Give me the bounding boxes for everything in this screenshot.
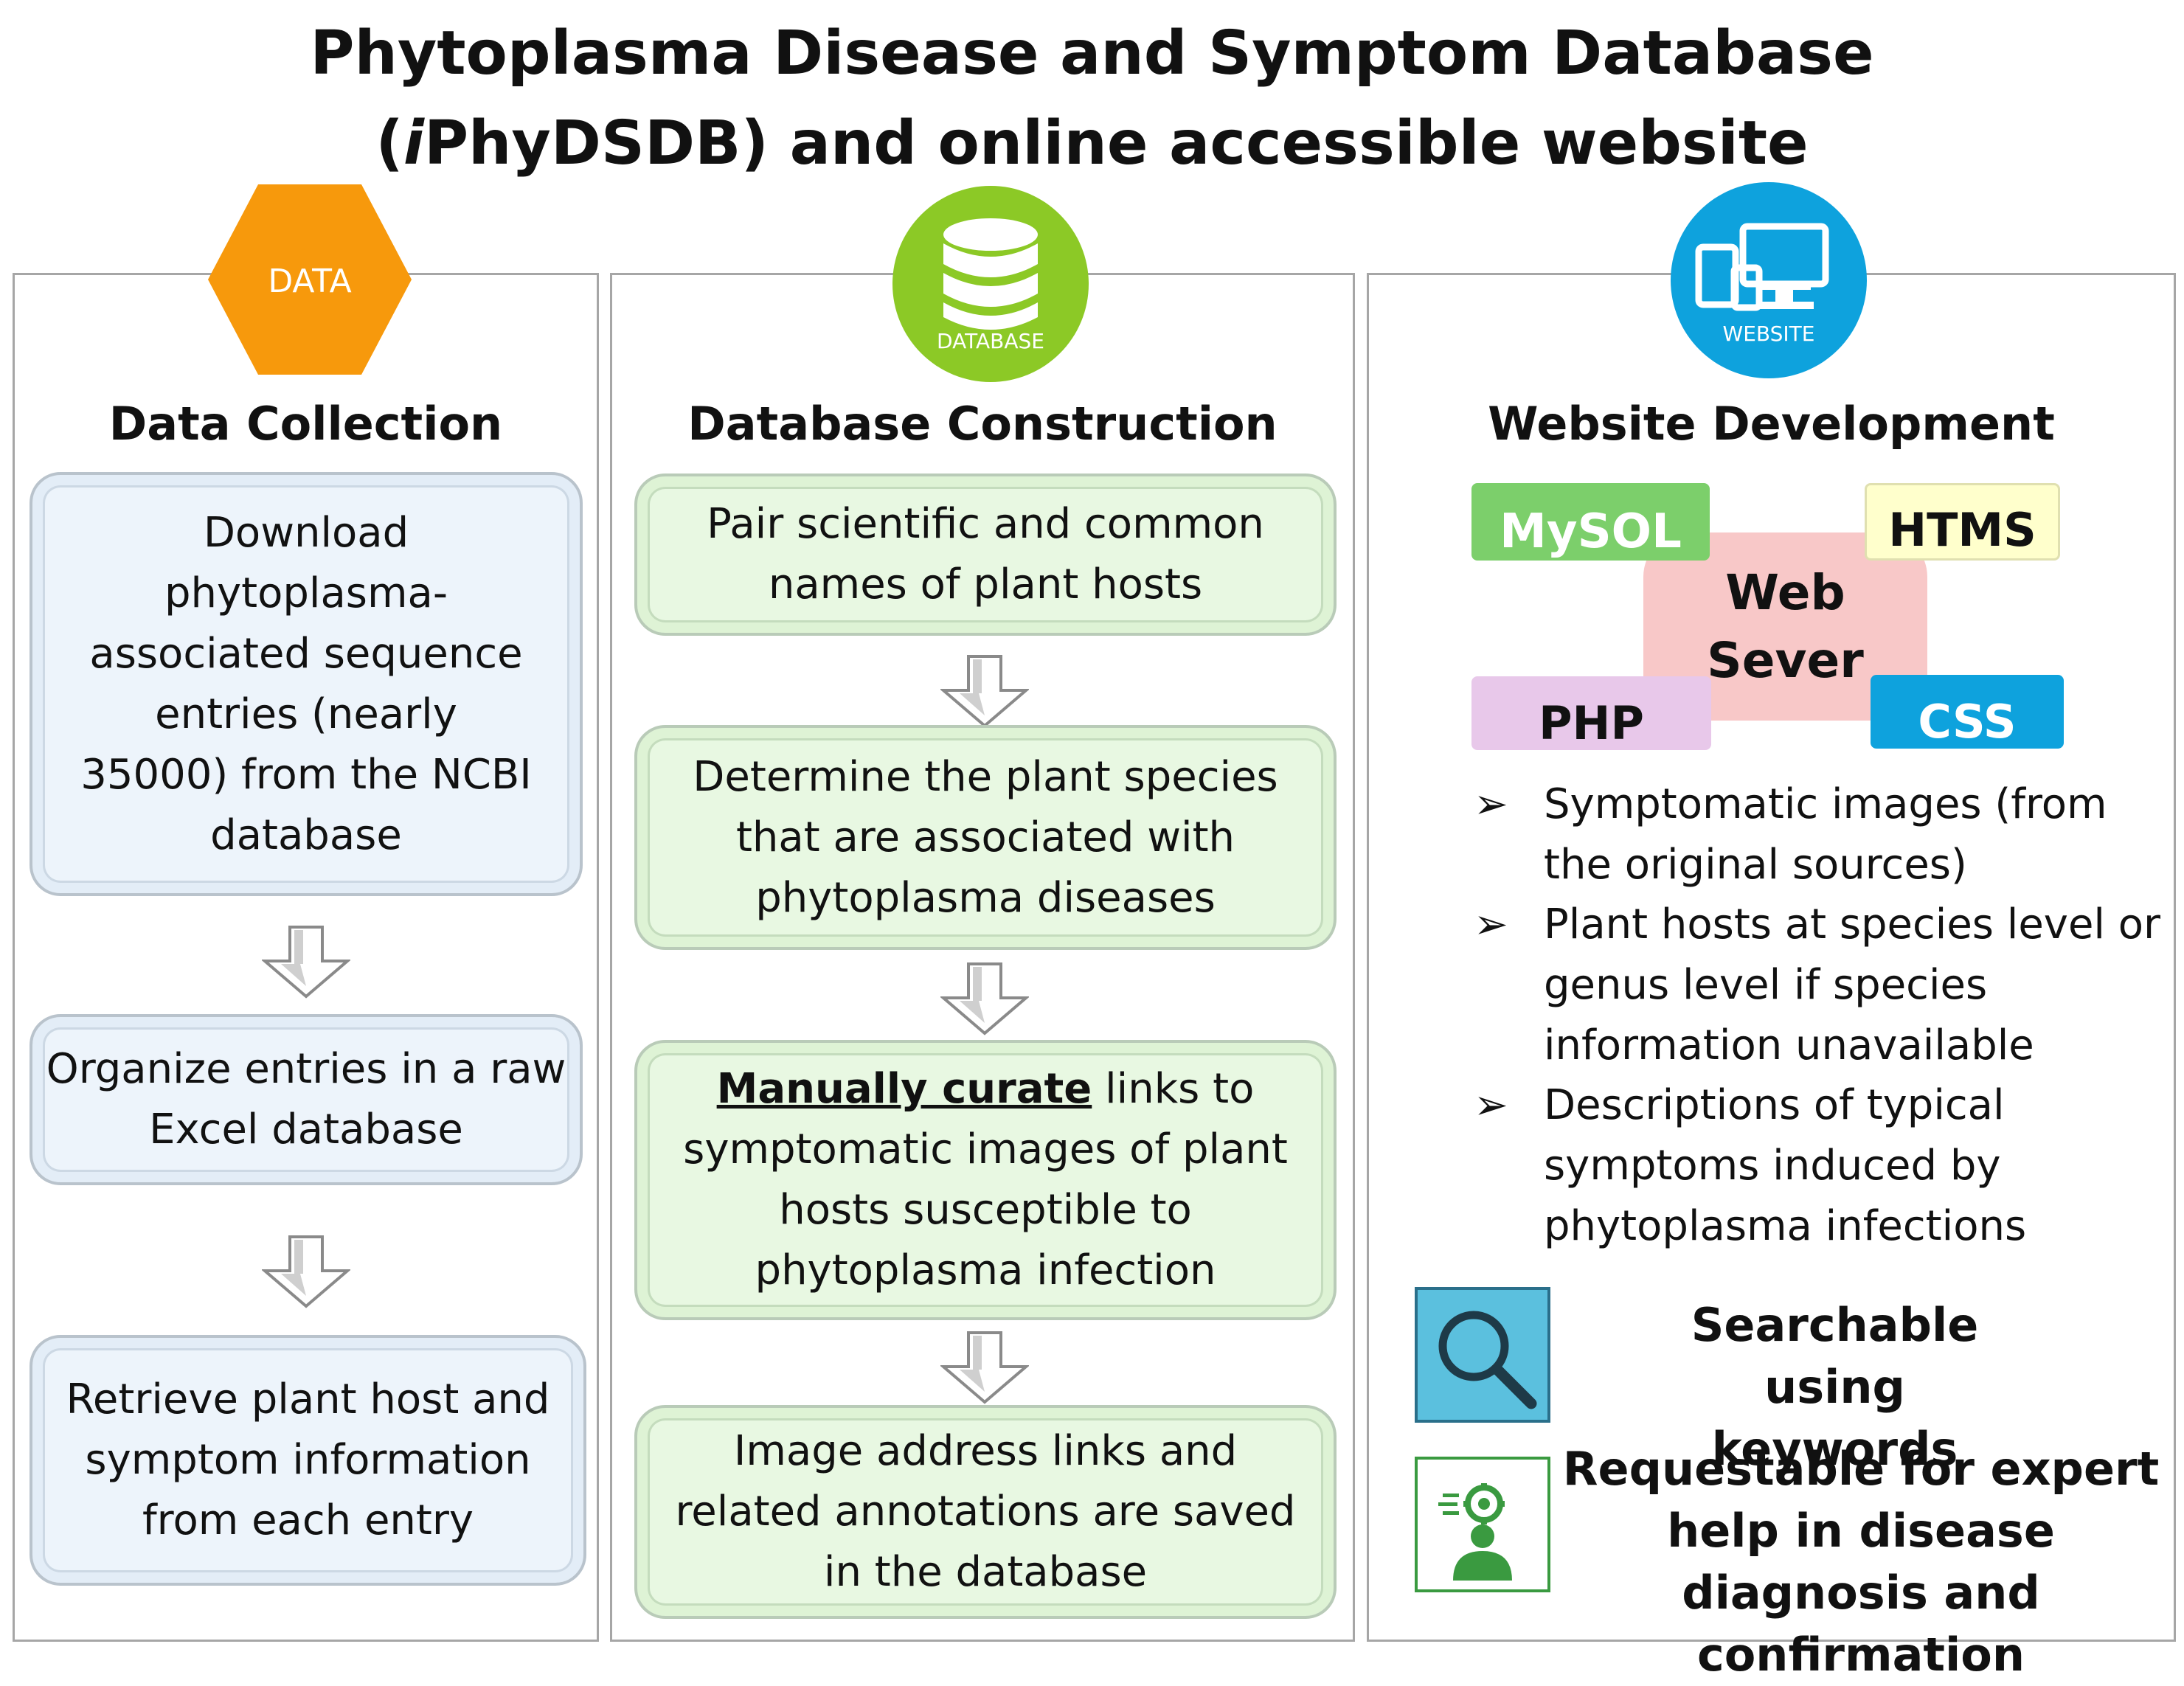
- searchable-feature-text: Searchable using keywords: [1691, 1298, 1979, 1476]
- css-tag: CSS: [1871, 675, 2064, 749]
- mysql-tag: MySOL: [1471, 483, 1710, 561]
- step-pair-names: Pair scientific and common names of plan…: [634, 473, 1337, 636]
- page-title: Phytoplasma Disease and Symptom Database…: [0, 9, 2184, 189]
- arrow-down-icon: [262, 1235, 350, 1308]
- website-badge-label: WEBSITE: [1723, 322, 1815, 346]
- bullet-plant-hosts: ➢ Plant hosts at species level or genus …: [1474, 895, 2178, 1079]
- magnifier-icon: [1415, 1287, 1550, 1423]
- database-construction-heading: Database Construction: [687, 397, 1278, 451]
- title-line-1: Phytoplasma Disease and Symptom Database: [310, 18, 1874, 89]
- data-collection-heading: Data Collection: [108, 397, 503, 451]
- database-badge-label: DATABASE: [937, 329, 1044, 353]
- step-organize: Organize entries in a raw Excel database: [30, 1014, 583, 1185]
- data-badge-label: DATA: [268, 263, 351, 300]
- arrow-down-icon: [940, 1331, 1029, 1404]
- php-tag: PHP: [1471, 676, 1711, 750]
- website-development-heading: Website Development: [1488, 397, 2055, 451]
- devices-icon: WEBSITE: [1671, 182, 1867, 378]
- manually-curate-emphasis: Manually curate: [716, 1065, 1092, 1113]
- arrow-down-icon: [940, 962, 1029, 1035]
- step-retrieve: Retrieve plant host and symptom informat…: [30, 1335, 586, 1586]
- expert-icon: [1415, 1457, 1550, 1592]
- step-determine-species: Determine the plant species that are ass…: [634, 725, 1337, 950]
- bullet-descriptions: ➢ Descriptions of typical symptoms induc…: [1474, 1075, 2178, 1260]
- bullet-symptomatic-images: ➢ Symptomatic images (from the original …: [1474, 774, 2178, 900]
- step-save-links: Image address links and related annotati…: [634, 1405, 1337, 1619]
- arrow-down-icon: [940, 655, 1029, 728]
- bullet-arrow-icon: ➢: [1474, 780, 1508, 828]
- bullet-arrow-icon: ➢: [1474, 901, 1508, 948]
- arrow-down-icon: [262, 926, 350, 999]
- htms-tag: HTMS: [1865, 483, 2060, 561]
- database-icon: DATABASE: [892, 186, 1089, 382]
- bullet-arrow-icon: ➢: [1474, 1081, 1508, 1129]
- step-download: Download phytoplasma-associated sequence…: [30, 472, 583, 896]
- data-hexagon-icon: DATA: [208, 184, 412, 375]
- title-line-2: (iPhyDSDB) and online accessible website: [375, 108, 1809, 178]
- step-manually-curate: Manually curate links to symptomatic ima…: [634, 1040, 1337, 1320]
- expert-feature-text: Requestable for expert help in disease d…: [1562, 1442, 2160, 1682]
